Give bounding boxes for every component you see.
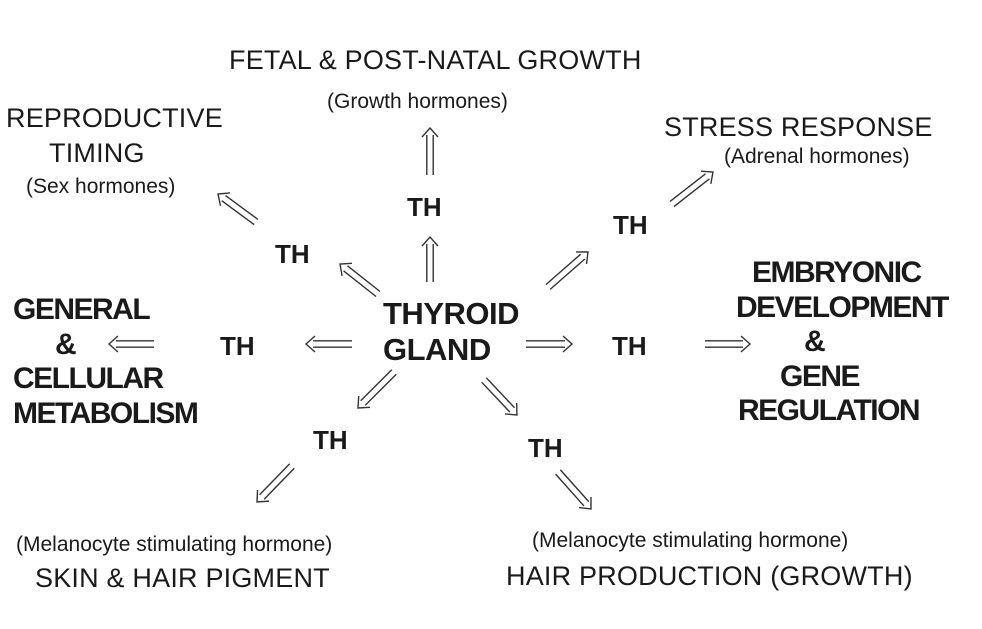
target-stress-hormone: (Adrenal hormones)	[724, 145, 910, 168]
arrow-th-to-hair-growth	[555, 469, 592, 510]
arrow-center-to-th-left-shape	[304, 335, 352, 353]
arrow-center-to-th-right	[526, 335, 574, 353]
target-embryonic-line3: &	[804, 325, 826, 358]
arrow-center-to-th-right-shape	[526, 335, 574, 353]
th-label-up-left: TH	[275, 239, 310, 269]
target-skin-pigment-hormone: (Melanocyte stimulating hormone)	[16, 533, 333, 556]
target-embryonic-line4: GENE	[780, 360, 861, 393]
target-reproductive-line2: TIMING	[49, 138, 145, 168]
th-label-down-left: TH	[313, 425, 348, 455]
target-skin-pigment-title: SKIN & HAIR PIGMENT	[35, 563, 330, 593]
target-metabolism-line3: CELLULAR	[13, 362, 164, 395]
arrow-th-to-metabolism-shape	[107, 335, 154, 353]
arrow-center-to-th-up-left-shape	[339, 262, 381, 298]
arrow-th-to-stress	[669, 170, 714, 208]
arrow-th-to-embryonic	[705, 335, 752, 353]
arrow-th-to-skin-pigment-shape	[256, 463, 295, 503]
arrow-center-to-th-up-right-shape	[545, 251, 589, 290]
target-metabolism-line2: &	[55, 328, 77, 361]
target-hair-growth-hormone: (Melanocyte stimulating hormone)	[532, 529, 849, 552]
th-label-up: TH	[407, 192, 442, 222]
arrow-th-to-stress-shape	[669, 170, 714, 208]
th-label-right: TH	[612, 331, 647, 361]
target-stress-title: STRESS RESPONSE	[664, 112, 933, 142]
arrow-th-to-skin-pigment	[256, 463, 295, 503]
arrow-center-to-th-down-left	[357, 369, 397, 409]
target-reproductive-hormone: (Sex hormones)	[26, 175, 176, 198]
arrow-center-to-th-down-right-shape	[481, 377, 518, 416]
arrow-th-to-fetal-growth	[421, 126, 439, 175]
arrow-th-to-hair-growth-shape	[555, 469, 592, 510]
th-label-up-right: TH	[613, 210, 648, 240]
target-embryonic-line5: REGULATION	[738, 394, 921, 427]
arrow-th-to-reproductive	[217, 192, 259, 226]
target-fetal-growth-title: FETAL & POST-NATAL GROWTH	[229, 45, 642, 75]
arrow-center-to-th-up-right	[545, 251, 589, 290]
center-label-gland: GLAND	[383, 332, 491, 367]
arrow-center-to-th-left	[304, 335, 352, 353]
target-metabolism-line1: GENERAL	[13, 293, 151, 326]
arrow-center-to-th-down-left-shape	[357, 369, 397, 409]
target-reproductive-line1: REPRODUCTIVE	[6, 103, 223, 133]
center-label-thyroid: THYROID	[383, 296, 520, 331]
arrow-th-to-metabolism	[107, 335, 154, 353]
arrow-th-to-embryonic-shape	[705, 335, 752, 353]
arrow-th-to-reproductive-shape	[217, 192, 259, 226]
arrow-center-to-th-up-left	[339, 262, 381, 298]
target-hair-growth-title: HAIR PRODUCTION (GROWTH)	[506, 561, 913, 591]
arrow-th-to-fetal-growth-shape	[421, 126, 439, 175]
th-label-down-right: TH	[528, 433, 563, 463]
target-embryonic-line2: DEVELOPMENT	[736, 291, 949, 324]
target-embryonic-line1: EMBRYONIC	[752, 256, 922, 289]
arrow-center-to-th-up-shape	[421, 235, 439, 282]
target-fetal-growth-hormone: (Growth hormones)	[327, 90, 508, 113]
target-metabolism-line4: METABOLISM	[13, 397, 199, 430]
arrow-center-to-th-up	[421, 235, 439, 282]
arrow-center-to-th-down-right	[481, 377, 518, 416]
th-label-left: TH	[220, 331, 255, 361]
